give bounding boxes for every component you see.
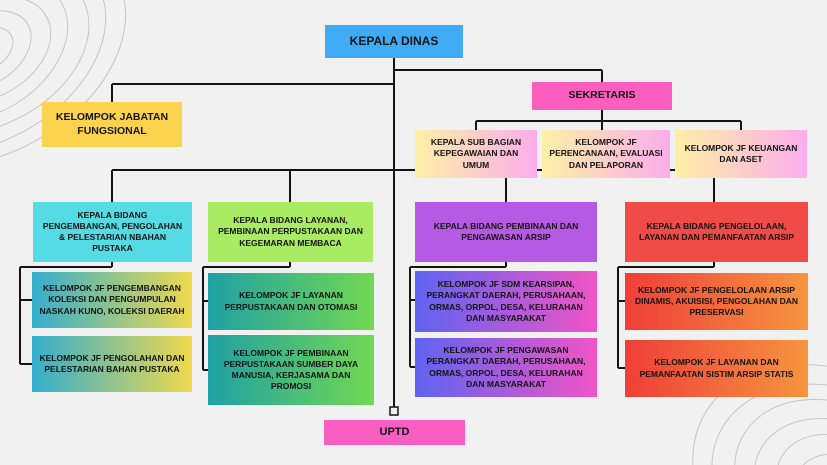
org-node-jf-keuangan-aset: KELOMPOK JF KEUANGAN DAN ASET bbox=[675, 130, 807, 178]
org-node-jf-layanan-pemanfaatan-sistim-arsip-statis: KELOMPOK JF LAYANAN DAN PEMANFAATAN SIST… bbox=[625, 340, 808, 397]
org-node-kelompok-jabatan-fungsional: KELOMPOK JABATAN FUNGSIONAL bbox=[42, 102, 182, 147]
org-node-bidang-layanan-pembinaan-perpustakaan: KEPALA BIDANG LAYANAN, PEMBINAAN PERPUST… bbox=[208, 202, 373, 262]
org-node-sekretaris: SEKRETARIS bbox=[532, 82, 672, 110]
org-node-sub-bagian-kepegawaian-umum: KEPALA SUB BAGIAN KEPEGAWAIAN DAN UMUM bbox=[415, 130, 537, 178]
org-node-jf-pengolahan-pelestarian-bahan-pustaka: KELOMPOK JF PENGOLAHAN DAN PELESTARIAN B… bbox=[32, 336, 192, 392]
org-node-jf-perencanaan-evaluasi-pelaporan: KELOMPOK JF PERENCANAAN, EVALUASI DAN PE… bbox=[542, 130, 670, 178]
org-node-jf-pembinaan-perpustakaan-sdm: KELOMPOK JF PEMBINAAN PERPUSTAKAAN SUMBE… bbox=[208, 335, 374, 405]
org-node-jf-sdm-kearsipan: KELOMPOK JF SDM KEARSIPAN, PERANGKAT DAE… bbox=[415, 271, 597, 332]
org-node-jf-pengawasan-perangkat-daerah: KELOMPOK JF PENGAWASAN PERANGKAT DAERAH,… bbox=[415, 338, 597, 397]
org-node-jf-layanan-perpustakaan-otomasi: KELOMPOK JF LAYANAN PERPUSTAKAAN DAN OTO… bbox=[208, 273, 374, 330]
org-node-bidang-pengembangan-pengolahan-pelestarian: KEPALA BIDANG PENGEMBANGAN, PENGOLAHAN &… bbox=[33, 202, 192, 262]
org-node-bidang-pembinaan-pengawasan-arsip: KEPALA BIDANG PEMBINAAN DAN PENGAWASAN A… bbox=[415, 202, 597, 262]
org-node-kepala-dinas: KEPALA DINAS bbox=[325, 25, 463, 58]
org-node-jf-pengelolaan-arsip-dinamis: KELOMPOK JF PENGELOLAAN ARSIP DINAMIS, A… bbox=[625, 273, 808, 330]
org-node-jf-pengembangan-koleksi: KELOMPOK JF PENGEMBANGAN KOLEKSI DAN PEN… bbox=[32, 272, 192, 328]
org-node-uptd: UPTD bbox=[324, 420, 465, 445]
org-node-bidang-pengelolaan-layanan-pemanfaatan-arsip: KEPALA BIDANG PENGELOLAAN, LAYANAN DAN P… bbox=[625, 202, 808, 262]
